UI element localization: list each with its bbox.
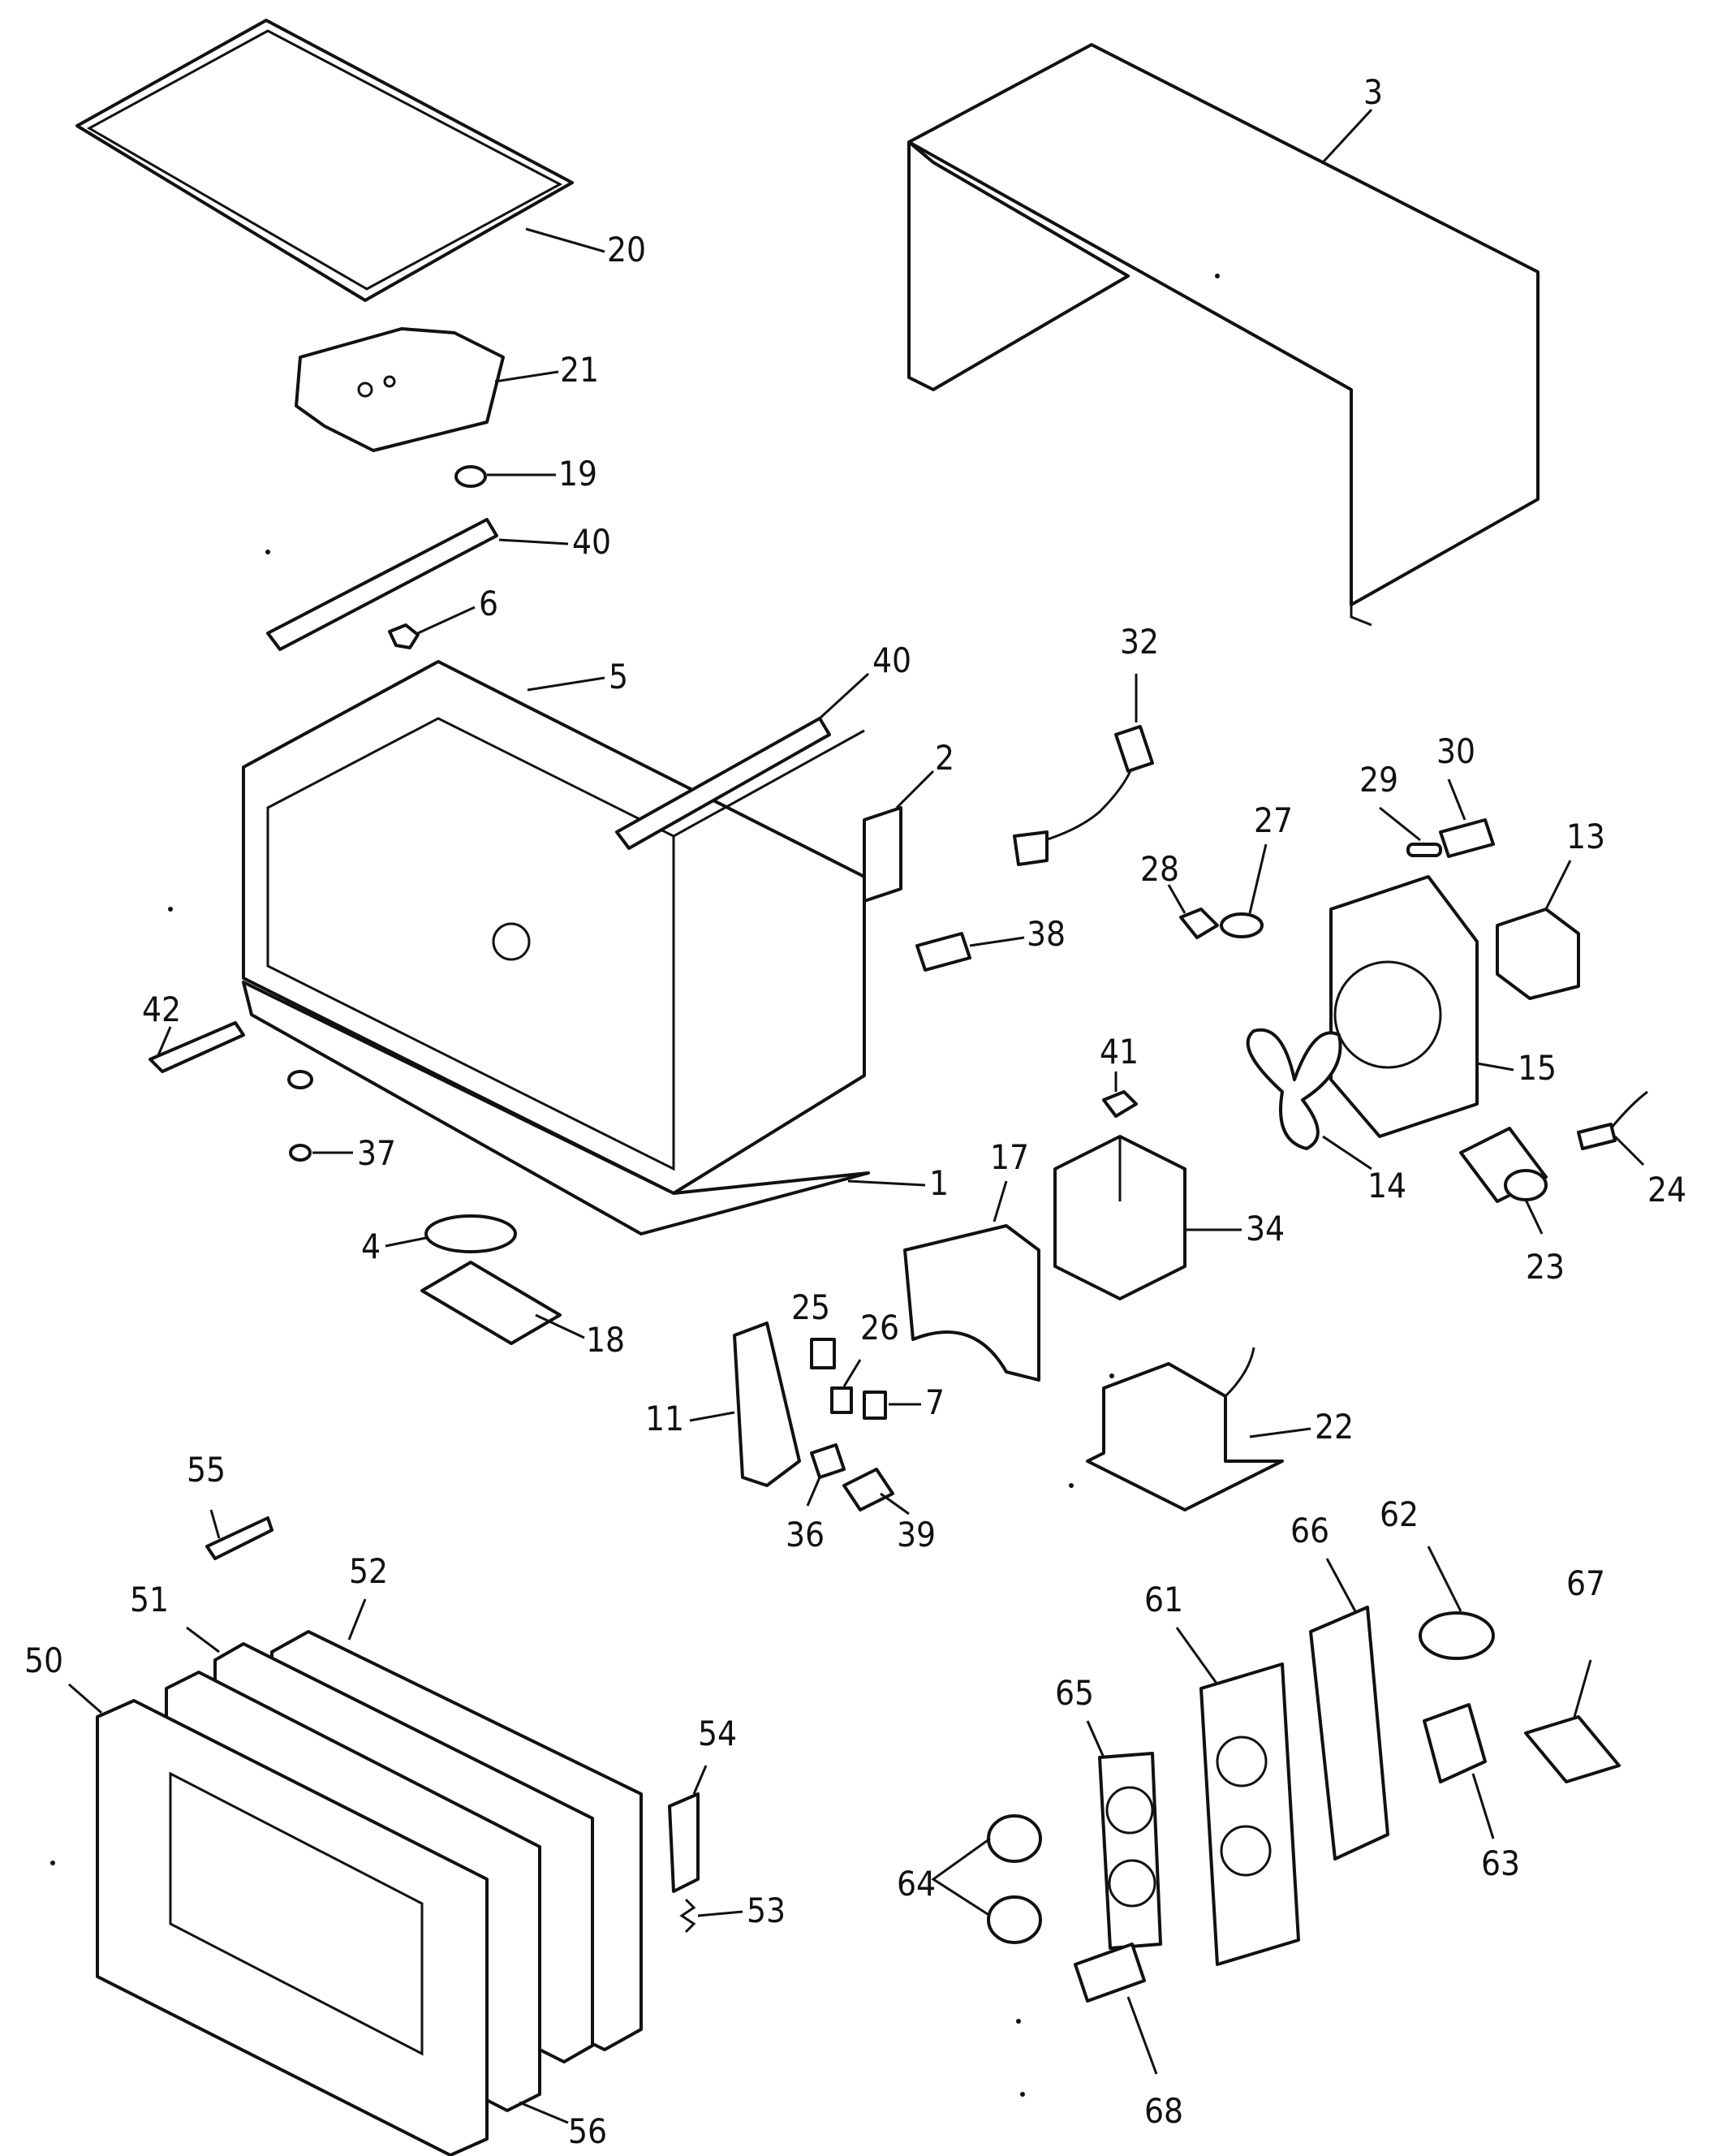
part-54-latch bbox=[668, 1792, 700, 1893]
label-18: 18 bbox=[586, 1320, 625, 1360]
part-68 bbox=[1074, 1943, 1146, 2003]
part-34-magnetron bbox=[1053, 1135, 1186, 1300]
part-11-interlock-bracket bbox=[733, 1322, 801, 1487]
label-41: 41 bbox=[1100, 1032, 1139, 1072]
label-13: 13 bbox=[1566, 817, 1605, 856]
part-40-bracket-right bbox=[615, 717, 831, 850]
part-65-panel-plate bbox=[1098, 1752, 1162, 1950]
label-66: 66 bbox=[1290, 1511, 1329, 1550]
label-32: 32 bbox=[1120, 622, 1159, 662]
part-3-outer-cabinet bbox=[907, 43, 1540, 627]
label-50: 50 bbox=[24, 1641, 63, 1680]
part-42 bbox=[149, 1021, 245, 1073]
label-38: 38 bbox=[1027, 914, 1066, 954]
part-21-waveguide-cover bbox=[295, 327, 505, 452]
part-62-timer bbox=[1419, 1611, 1495, 1660]
part-7-switch bbox=[863, 1391, 887, 1420]
label-37: 37 bbox=[357, 1133, 396, 1173]
part-25-switch bbox=[810, 1338, 836, 1369]
part-64-knobs bbox=[987, 1814, 1042, 1944]
part-13-fan-motor bbox=[1496, 908, 1580, 1000]
part-32-power-cord bbox=[1013, 725, 1154, 866]
part-37-foot bbox=[287, 1070, 313, 1162]
label-36: 36 bbox=[786, 1515, 825, 1554]
part-5-oven-cavity bbox=[242, 660, 866, 1195]
part-24 bbox=[1577, 1090, 1648, 1150]
label-63: 63 bbox=[1481, 1843, 1520, 1883]
part-29-fuse bbox=[1406, 843, 1442, 857]
label-27: 27 bbox=[1254, 800, 1293, 840]
label-11: 11 bbox=[645, 1399, 684, 1438]
label-39: 39 bbox=[897, 1515, 936, 1554]
label-29: 29 bbox=[1359, 760, 1398, 800]
label-52: 52 bbox=[349, 1551, 388, 1591]
part-63 bbox=[1423, 1703, 1487, 1783]
part-67 bbox=[1524, 1715, 1621, 1783]
part-17-air-duct bbox=[903, 1224, 1040, 1382]
part-23-capacitor bbox=[1459, 1127, 1548, 1203]
label-64: 64 bbox=[897, 1864, 936, 1904]
label-51: 51 bbox=[130, 1580, 169, 1619]
label-2: 2 bbox=[935, 738, 954, 778]
part-61-control-panel bbox=[1199, 1662, 1300, 1966]
label-7: 7 bbox=[925, 1382, 945, 1422]
part-6 bbox=[388, 623, 420, 649]
label-42: 42 bbox=[142, 990, 181, 1029]
label-40b: 40 bbox=[872, 640, 911, 680]
label-62: 62 bbox=[1380, 1494, 1419, 1534]
label-14: 14 bbox=[1367, 1166, 1406, 1205]
label-30: 30 bbox=[1436, 731, 1475, 771]
part-38 bbox=[915, 932, 971, 972]
label-68: 68 bbox=[1144, 2091, 1183, 2131]
part-2 bbox=[863, 806, 902, 903]
part-15-fan-housing bbox=[1329, 875, 1479, 1138]
part-66-circuit-board bbox=[1309, 1606, 1389, 1861]
label-15: 15 bbox=[1518, 1048, 1557, 1088]
part-19 bbox=[454, 465, 487, 488]
label-28: 28 bbox=[1140, 849, 1179, 889]
part-36 bbox=[810, 1443, 846, 1479]
part-18-cover bbox=[420, 1261, 562, 1345]
label-67: 67 bbox=[1566, 1563, 1605, 1603]
label-3: 3 bbox=[1363, 72, 1383, 112]
part-50-door-outer bbox=[96, 1699, 489, 2156]
part-1-base bbox=[242, 981, 870, 1235]
label-1: 1 bbox=[929, 1163, 949, 1203]
label-6: 6 bbox=[479, 584, 498, 623]
part-26-switch bbox=[830, 1386, 853, 1414]
part-55 bbox=[205, 1516, 273, 1560]
part-14-fan-blade bbox=[1246, 1028, 1342, 1150]
label-65: 65 bbox=[1055, 1673, 1094, 1713]
label-19: 19 bbox=[558, 454, 597, 494]
label-53: 53 bbox=[747, 1891, 786, 1930]
part-20-shelf bbox=[75, 19, 574, 302]
label-20: 20 bbox=[607, 230, 646, 270]
label-22: 22 bbox=[1315, 1407, 1354, 1447]
label-5: 5 bbox=[609, 657, 628, 696]
part-4-turntable-motor bbox=[424, 1214, 517, 1253]
label-24: 24 bbox=[1647, 1170, 1686, 1210]
label-21: 21 bbox=[560, 350, 599, 390]
label-54: 54 bbox=[698, 1714, 737, 1753]
label-55: 55 bbox=[187, 1450, 226, 1490]
part-40-bracket-upper bbox=[266, 518, 498, 651]
part-53-spring bbox=[679, 1898, 696, 1934]
label-56: 56 bbox=[568, 2111, 607, 2151]
label-26: 26 bbox=[860, 1308, 899, 1348]
part-30-fuse-holder bbox=[1439, 818, 1495, 858]
label-17: 17 bbox=[990, 1137, 1029, 1177]
label-23: 23 bbox=[1526, 1247, 1565, 1287]
part-39 bbox=[842, 1468, 894, 1511]
label-40a: 40 bbox=[572, 522, 611, 562]
label-61: 61 bbox=[1144, 1580, 1183, 1619]
label-4: 4 bbox=[361, 1227, 381, 1266]
part-22-transformer bbox=[1086, 1347, 1284, 1511]
part-28 bbox=[1179, 908, 1219, 939]
part-27-lamp bbox=[1220, 912, 1264, 938]
label-25: 25 bbox=[791, 1287, 830, 1327]
part-41 bbox=[1102, 1090, 1138, 1118]
label-34: 34 bbox=[1246, 1209, 1285, 1248]
